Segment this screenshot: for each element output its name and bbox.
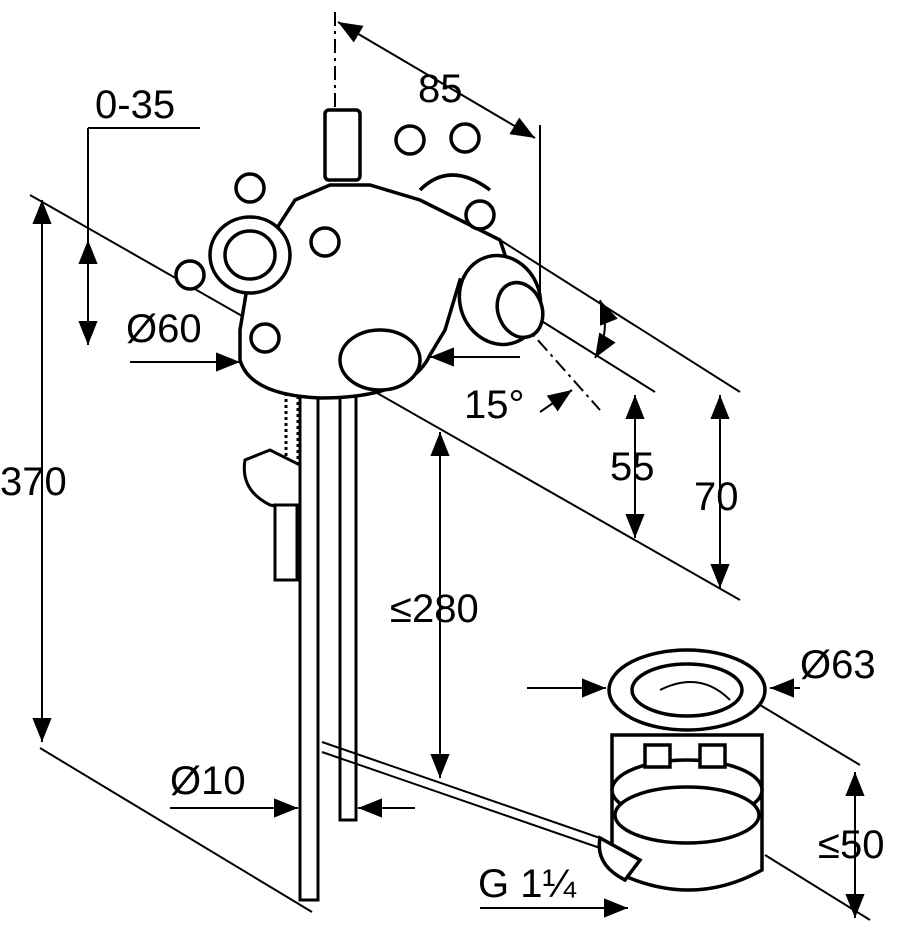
- dim-max-50: ≤50: [818, 823, 884, 867]
- dimension-labels: 85 0-35 Ø60 15° 55 70 370 ≤280 Ø63 ≤50 Ø…: [0, 67, 884, 906]
- dim-0-35: 0-35: [95, 83, 175, 127]
- dimension-arrows: [32, 21, 865, 918]
- dim-55: 55: [610, 445, 655, 489]
- dim-70: 70: [694, 475, 739, 519]
- dim-dia-10: Ø10: [170, 759, 246, 803]
- dim-85: 85: [418, 67, 463, 111]
- dim-thread-g: G 1¼: [478, 862, 576, 906]
- dim-max-280: ≤280: [390, 587, 479, 631]
- waste-valve: [597, 648, 767, 892]
- bidet-mixer: [174, 108, 601, 902]
- dim-dia-60: Ø60: [126, 307, 202, 351]
- dim-dia-63: Ø63: [800, 643, 876, 687]
- dim-angle-15: 15°: [464, 383, 525, 427]
- dim-370: 370: [0, 460, 67, 504]
